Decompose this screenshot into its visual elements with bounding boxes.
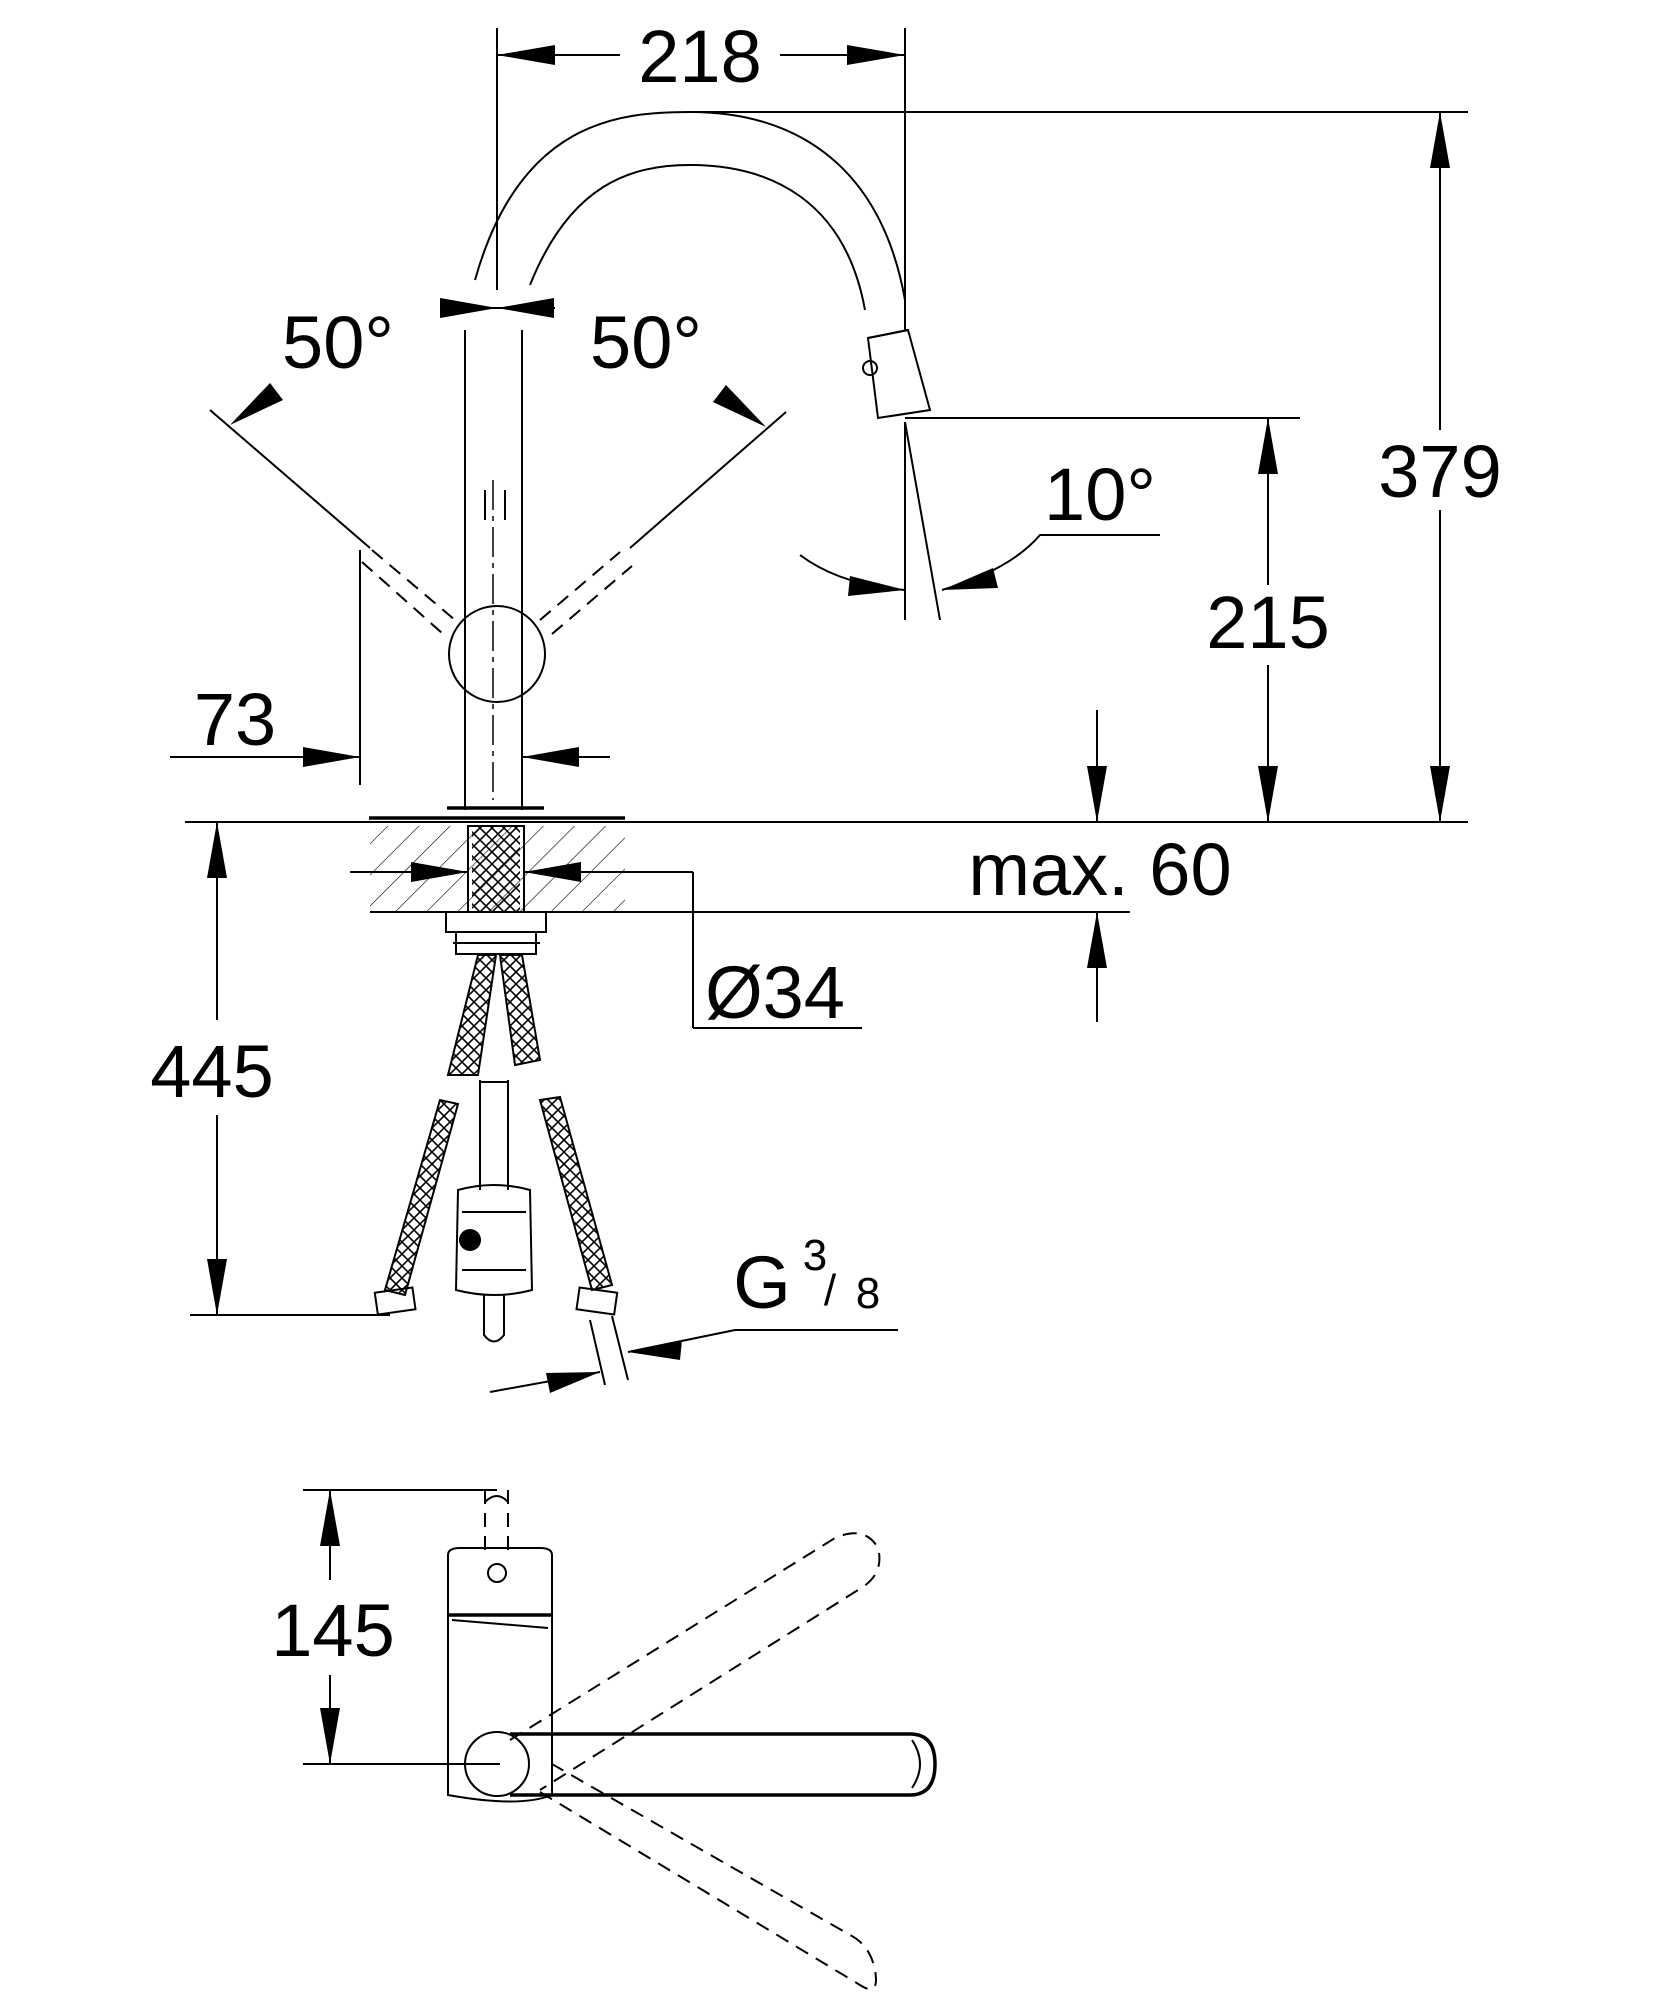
braided-hose-upper-right [498, 954, 542, 1067]
dim-145-arrow-top [320, 1490, 340, 1546]
hose-nut-left [373, 1286, 417, 1316]
thread-pipe [589, 1315, 629, 1386]
dim-218-arrow-right [847, 45, 905, 65]
dim-50-right-label: 50° [590, 301, 702, 384]
top-view-outlet [487, 1563, 507, 1583]
dim-50-arrow-right [713, 385, 766, 427]
mounting-nut-washer [445, 911, 547, 933]
dim-g38-slash: / [824, 1266, 837, 1315]
hose-weight [454, 1184, 534, 1296]
front-view-dimensions: 218 379 50° 50° 10° 215 [150, 15, 1502, 1393]
braided-hose-upper-left [446, 954, 498, 1076]
dim-10-arrow-right [942, 568, 998, 590]
faucet-front-view [361, 110, 932, 820]
dim-215-label: 215 [1206, 581, 1329, 664]
hose-nut-right [575, 1286, 619, 1316]
hose-weight-clip [459, 1229, 481, 1251]
dim-60-arrow-top [1087, 766, 1107, 822]
dim-g38-arrow-right [628, 1340, 682, 1360]
dim-379-arrow-bottom [1430, 766, 1450, 822]
dim-50-left-ray [209, 409, 371, 549]
spout-outer-edge [474, 110, 906, 301]
dim-215-arrow-top [1258, 418, 1278, 474]
deck-section [185, 821, 1468, 955]
dim-73-arrow-right [522, 747, 579, 767]
dim-10-arrow-left [848, 576, 905, 596]
top-view-body [447, 1547, 553, 1803]
dim-50-arrow-left [230, 383, 283, 425]
dim-60-arrow-bottom [1087, 912, 1107, 968]
dim-g38-numerator: 3 [803, 1231, 827, 1280]
sprayhead-button [862, 360, 878, 376]
dim-379-label: 379 [1378, 430, 1501, 513]
dim-34-arrow-left [411, 862, 468, 882]
dim-10-tilt-line [904, 421, 941, 621]
top-view-lever-tip [911, 1739, 921, 1789]
dim-379-arrow-top [1430, 112, 1450, 168]
dim-215-arrow-bottom [1258, 766, 1278, 822]
faucet-top-view: 145 [271, 1489, 937, 1990]
dim-218-label: 218 [638, 15, 761, 98]
dim-73-label: 73 [194, 678, 276, 761]
sprayhead-joint [867, 329, 909, 339]
dim-145-label: 145 [271, 1589, 394, 1672]
top-view-outlet-cap [484, 1495, 509, 1503]
dim-g38-label: G [733, 1241, 791, 1324]
dim-g38-arrow-left [546, 1372, 600, 1393]
dim-10-label: 10° [1044, 453, 1156, 536]
dim-34-label: Ø34 [705, 951, 845, 1034]
top-view-lever-swing-down [539, 1759, 877, 1990]
dim-g38-denominator: 8 [856, 1269, 880, 1318]
dim-50-arrow-center-right [497, 298, 554, 318]
braided-hose-lower-right [538, 1095, 614, 1292]
dim-34-arrow-right [524, 862, 581, 882]
top-view-lever-swing-up [509, 1532, 881, 1791]
dim-445-arrow-top [207, 822, 227, 878]
dim-445-arrow-bottom [207, 1259, 227, 1315]
spout-inner-edge [529, 163, 866, 311]
lever-swing-left [361, 549, 456, 634]
top-view-lever [510, 1732, 937, 1797]
dim-73-arrow-left [303, 747, 360, 767]
dim-50-arrow-center-left [440, 298, 497, 318]
hose-end [483, 1295, 505, 1343]
shank-thread [472, 826, 520, 912]
dim-50-right-ray [629, 411, 787, 549]
dim-218-arrow-left [497, 45, 555, 65]
dim-50-left-label: 50° [282, 301, 394, 384]
dim-145-arrow-bottom [320, 1708, 340, 1764]
dim-445-label: 445 [150, 1030, 273, 1113]
dim-60-label: max. 60 [968, 828, 1231, 911]
lever-swing-right [539, 551, 633, 635]
supply-hoses [373, 954, 629, 1386]
braided-hose-lower-left [383, 1098, 460, 1297]
lever-handle-hub [448, 605, 546, 703]
sprayhead [866, 328, 932, 420]
top-view-body-shadow [451, 1619, 549, 1629]
